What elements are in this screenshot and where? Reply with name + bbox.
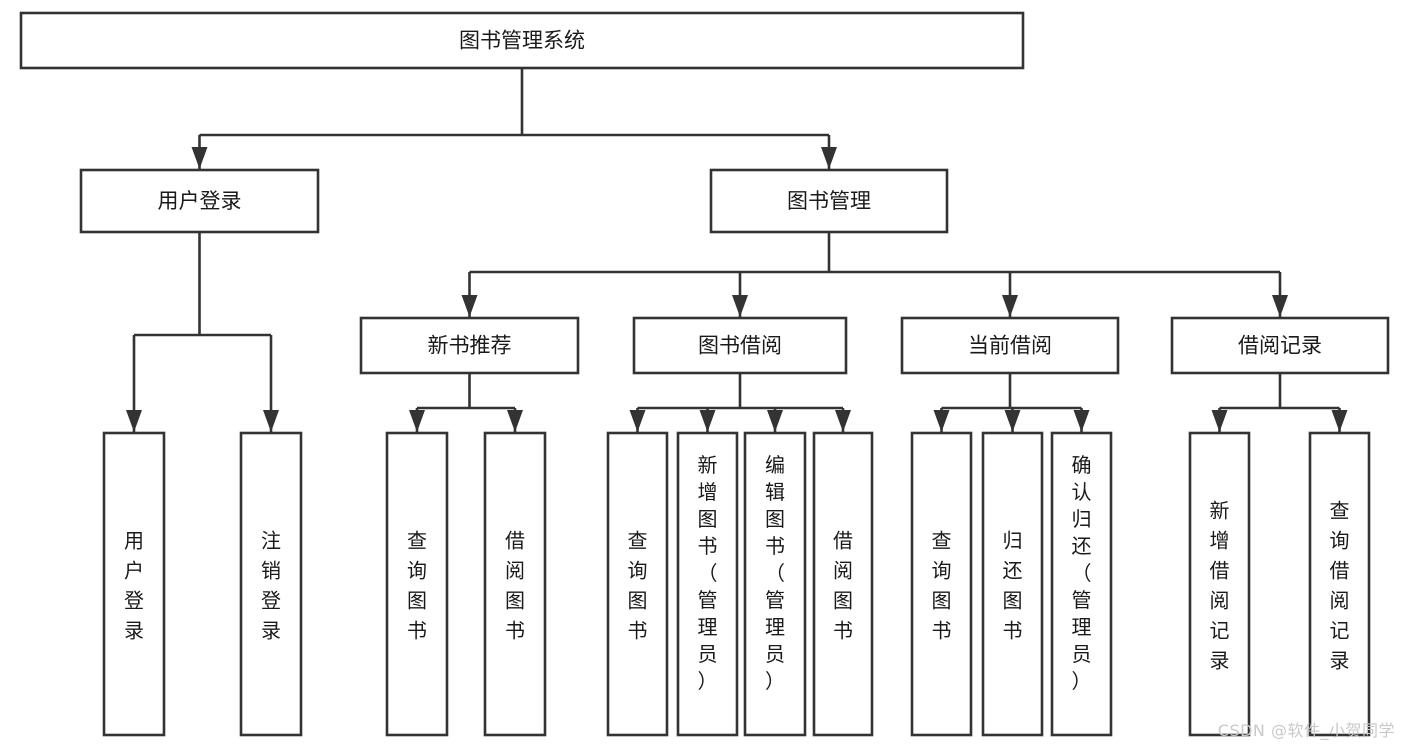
arrow-head-icon-leaf-add-book <box>699 410 716 432</box>
node-leaf-query-record[interactable]: 查询借阅记录 <box>1308 431 1371 737</box>
node-label-book-borrow: 图书借阅 <box>698 334 782 358</box>
arrow-head-icon-leaf-query-record <box>1331 410 1348 432</box>
node-box-leaf-user-login <box>102 431 166 737</box>
node-box-book-borrow <box>632 316 848 375</box>
node-box-user-login <box>79 168 320 234</box>
node-box-leaf-query-book-3 <box>910 431 973 737</box>
node-label-current-borrow: 当前借阅 <box>968 334 1052 358</box>
node-leaf-add-record[interactable]: 新增借阅记录 <box>1188 431 1251 737</box>
arrow-head-icon-leaf-query-book-3 <box>933 410 950 432</box>
node-leaf-add-book[interactable]: 新增图书（管理员） <box>676 431 739 737</box>
arrow-head-icon-leaf-query-book-2 <box>629 410 646 432</box>
node-label-leaf-return-book: 归还图书 <box>1003 528 1023 642</box>
arrow-head-icon-book-manage <box>821 147 837 169</box>
node-leaf-borrow-book-1[interactable]: 借阅图书 <box>483 431 547 737</box>
node-box-leaf-add-record <box>1188 431 1251 737</box>
node-box-borrow-record <box>1170 316 1390 375</box>
node-label-new-book-recommend: 新书推荐 <box>428 334 512 358</box>
node-leaf-query-book-2[interactable]: 查询图书 <box>606 431 669 737</box>
node-leaf-borrow-book-2[interactable]: 借阅图书 <box>812 431 874 737</box>
node-label-leaf-borrow-book-2: 借阅图书 <box>833 528 853 642</box>
node-book-borrow[interactable]: 图书借阅 <box>632 316 848 375</box>
node-label-leaf-query-book-2: 查询图书 <box>628 528 648 642</box>
arrow-head-icon-leaf-query-book-1 <box>409 410 425 432</box>
node-user-login[interactable]: 用户登录 <box>79 168 320 234</box>
node-label-leaf-user-logout: 注销登录 <box>261 528 281 642</box>
arrow-head-icon-new-book-recommend <box>461 295 478 317</box>
arrow-head-icon-leaf-return-book <box>1004 410 1021 432</box>
node-label-leaf-query-record: 查询借阅记录 <box>1330 498 1350 672</box>
node-box-new-book-recommend <box>359 316 580 375</box>
arrow-head-icon-borrow-record <box>1272 295 1288 317</box>
node-box-leaf-query-book-1 <box>385 431 449 737</box>
node-box-leaf-user-logout <box>239 431 303 737</box>
node-box-root <box>19 11 1025 70</box>
arrow-head-icon-leaf-user-login <box>126 410 142 432</box>
node-leaf-return-book[interactable]: 归还图书 <box>981 431 1044 737</box>
arrow-head-icon-leaf-add-record <box>1211 410 1228 432</box>
node-leaf-confirm-return[interactable]: 确认归还（管理员） <box>1050 431 1113 737</box>
node-leaf-query-book-3[interactable]: 查询图书 <box>910 431 973 737</box>
node-leaf-edit-book[interactable]: 编辑图书（管理员） <box>743 431 807 737</box>
node-box-current-borrow <box>900 316 1120 375</box>
node-book-manage[interactable]: 图书管理 <box>709 168 949 234</box>
node-current-borrow[interactable]: 当前借阅 <box>900 316 1120 375</box>
node-label-root: 图书管理系统 <box>459 29 585 53</box>
arrow-head-icon-current-borrow <box>1002 295 1018 317</box>
arrow-head-icon-leaf-user-logout <box>263 410 279 432</box>
node-box-book-manage <box>709 168 949 234</box>
node-box-leaf-return-book <box>981 431 1044 737</box>
node-label-leaf-add-book: 新增图书（管理员） <box>698 453 718 693</box>
node-label-leaf-user-login: 用户登录 <box>124 528 144 642</box>
node-borrow-record[interactable]: 借阅记录 <box>1170 316 1390 375</box>
arrow-head-icon-leaf-borrow-book-2 <box>835 410 851 432</box>
node-box-leaf-add-book <box>676 431 739 737</box>
node-label-user-login: 用户登录 <box>158 189 242 213</box>
node-box-leaf-query-book-2 <box>606 431 669 737</box>
node-box-leaf-edit-book <box>743 431 807 737</box>
node-label-leaf-query-book-3: 查询图书 <box>932 528 952 642</box>
arrow-head-icon-leaf-borrow-book-1 <box>507 410 523 432</box>
node-box-leaf-borrow-book-1 <box>483 431 547 737</box>
connector-lines <box>126 68 1348 432</box>
node-label-leaf-confirm-return: 确认归还（管理员） <box>1072 453 1092 693</box>
arrow-head-icon-leaf-edit-book <box>767 410 783 432</box>
node-leaf-user-logout[interactable]: 注销登录 <box>239 431 303 737</box>
node-box-leaf-confirm-return <box>1050 431 1113 737</box>
node-new-book-recommend[interactable]: 新书推荐 <box>359 316 580 375</box>
arrow-head-icon-user-login <box>191 147 208 169</box>
node-label-leaf-borrow-book-1: 借阅图书 <box>505 528 525 642</box>
node-label-leaf-edit-book: 编辑图书（管理员） <box>765 453 785 693</box>
node-label-leaf-add-record: 新增借阅记录 <box>1210 498 1230 672</box>
node-leaf-user-login[interactable]: 用户登录 <box>102 431 166 737</box>
node-label-book-manage: 图书管理 <box>787 189 871 213</box>
node-boxes: 图书管理系统用户登录图书管理新书推荐图书借阅当前借阅借阅记录用户登录注销登录查询… <box>19 11 1390 737</box>
node-root[interactable]: 图书管理系统 <box>19 11 1025 70</box>
arrow-head-icon-book-borrow <box>732 295 748 317</box>
node-label-leaf-query-book-1: 查询图书 <box>407 528 427 642</box>
node-box-leaf-query-record <box>1308 431 1371 737</box>
arrow-head-icon-leaf-confirm-return <box>1073 410 1090 432</box>
node-label-borrow-record: 借阅记录 <box>1238 334 1322 358</box>
node-leaf-query-book-1[interactable]: 查询图书 <box>385 431 449 737</box>
node-box-leaf-borrow-book-2 <box>812 431 874 737</box>
